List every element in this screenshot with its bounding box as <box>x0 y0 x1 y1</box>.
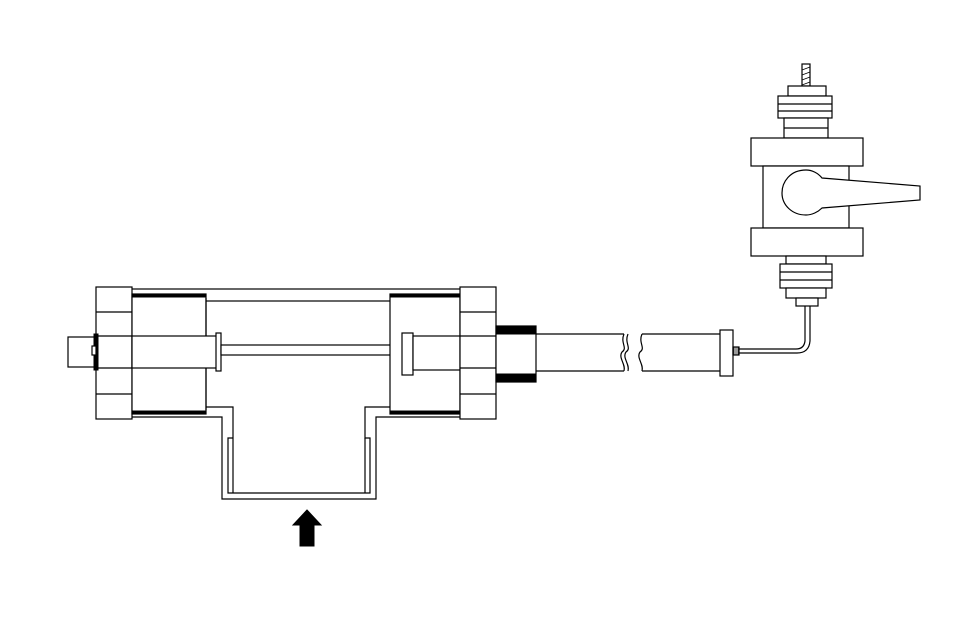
coupling-seal <box>495 325 537 383</box>
right-piston <box>389 293 461 415</box>
inlet-branch-inner <box>206 406 390 494</box>
piston-rod <box>131 332 392 372</box>
inlet-branch-outer <box>130 416 463 500</box>
arrow-up-icon <box>291 509 323 547</box>
pipe-segment <box>536 333 720 372</box>
valve-lower-flange <box>750 227 864 257</box>
left-end-cap <box>67 333 99 371</box>
valve-upper-flange <box>750 137 864 167</box>
valve-assembly <box>750 63 921 307</box>
left-flange <box>95 286 133 420</box>
sensor-cable <box>739 306 811 354</box>
valve-lever <box>781 169 921 216</box>
right-flange <box>459 286 497 420</box>
pipe-end-cap <box>719 329 740 377</box>
